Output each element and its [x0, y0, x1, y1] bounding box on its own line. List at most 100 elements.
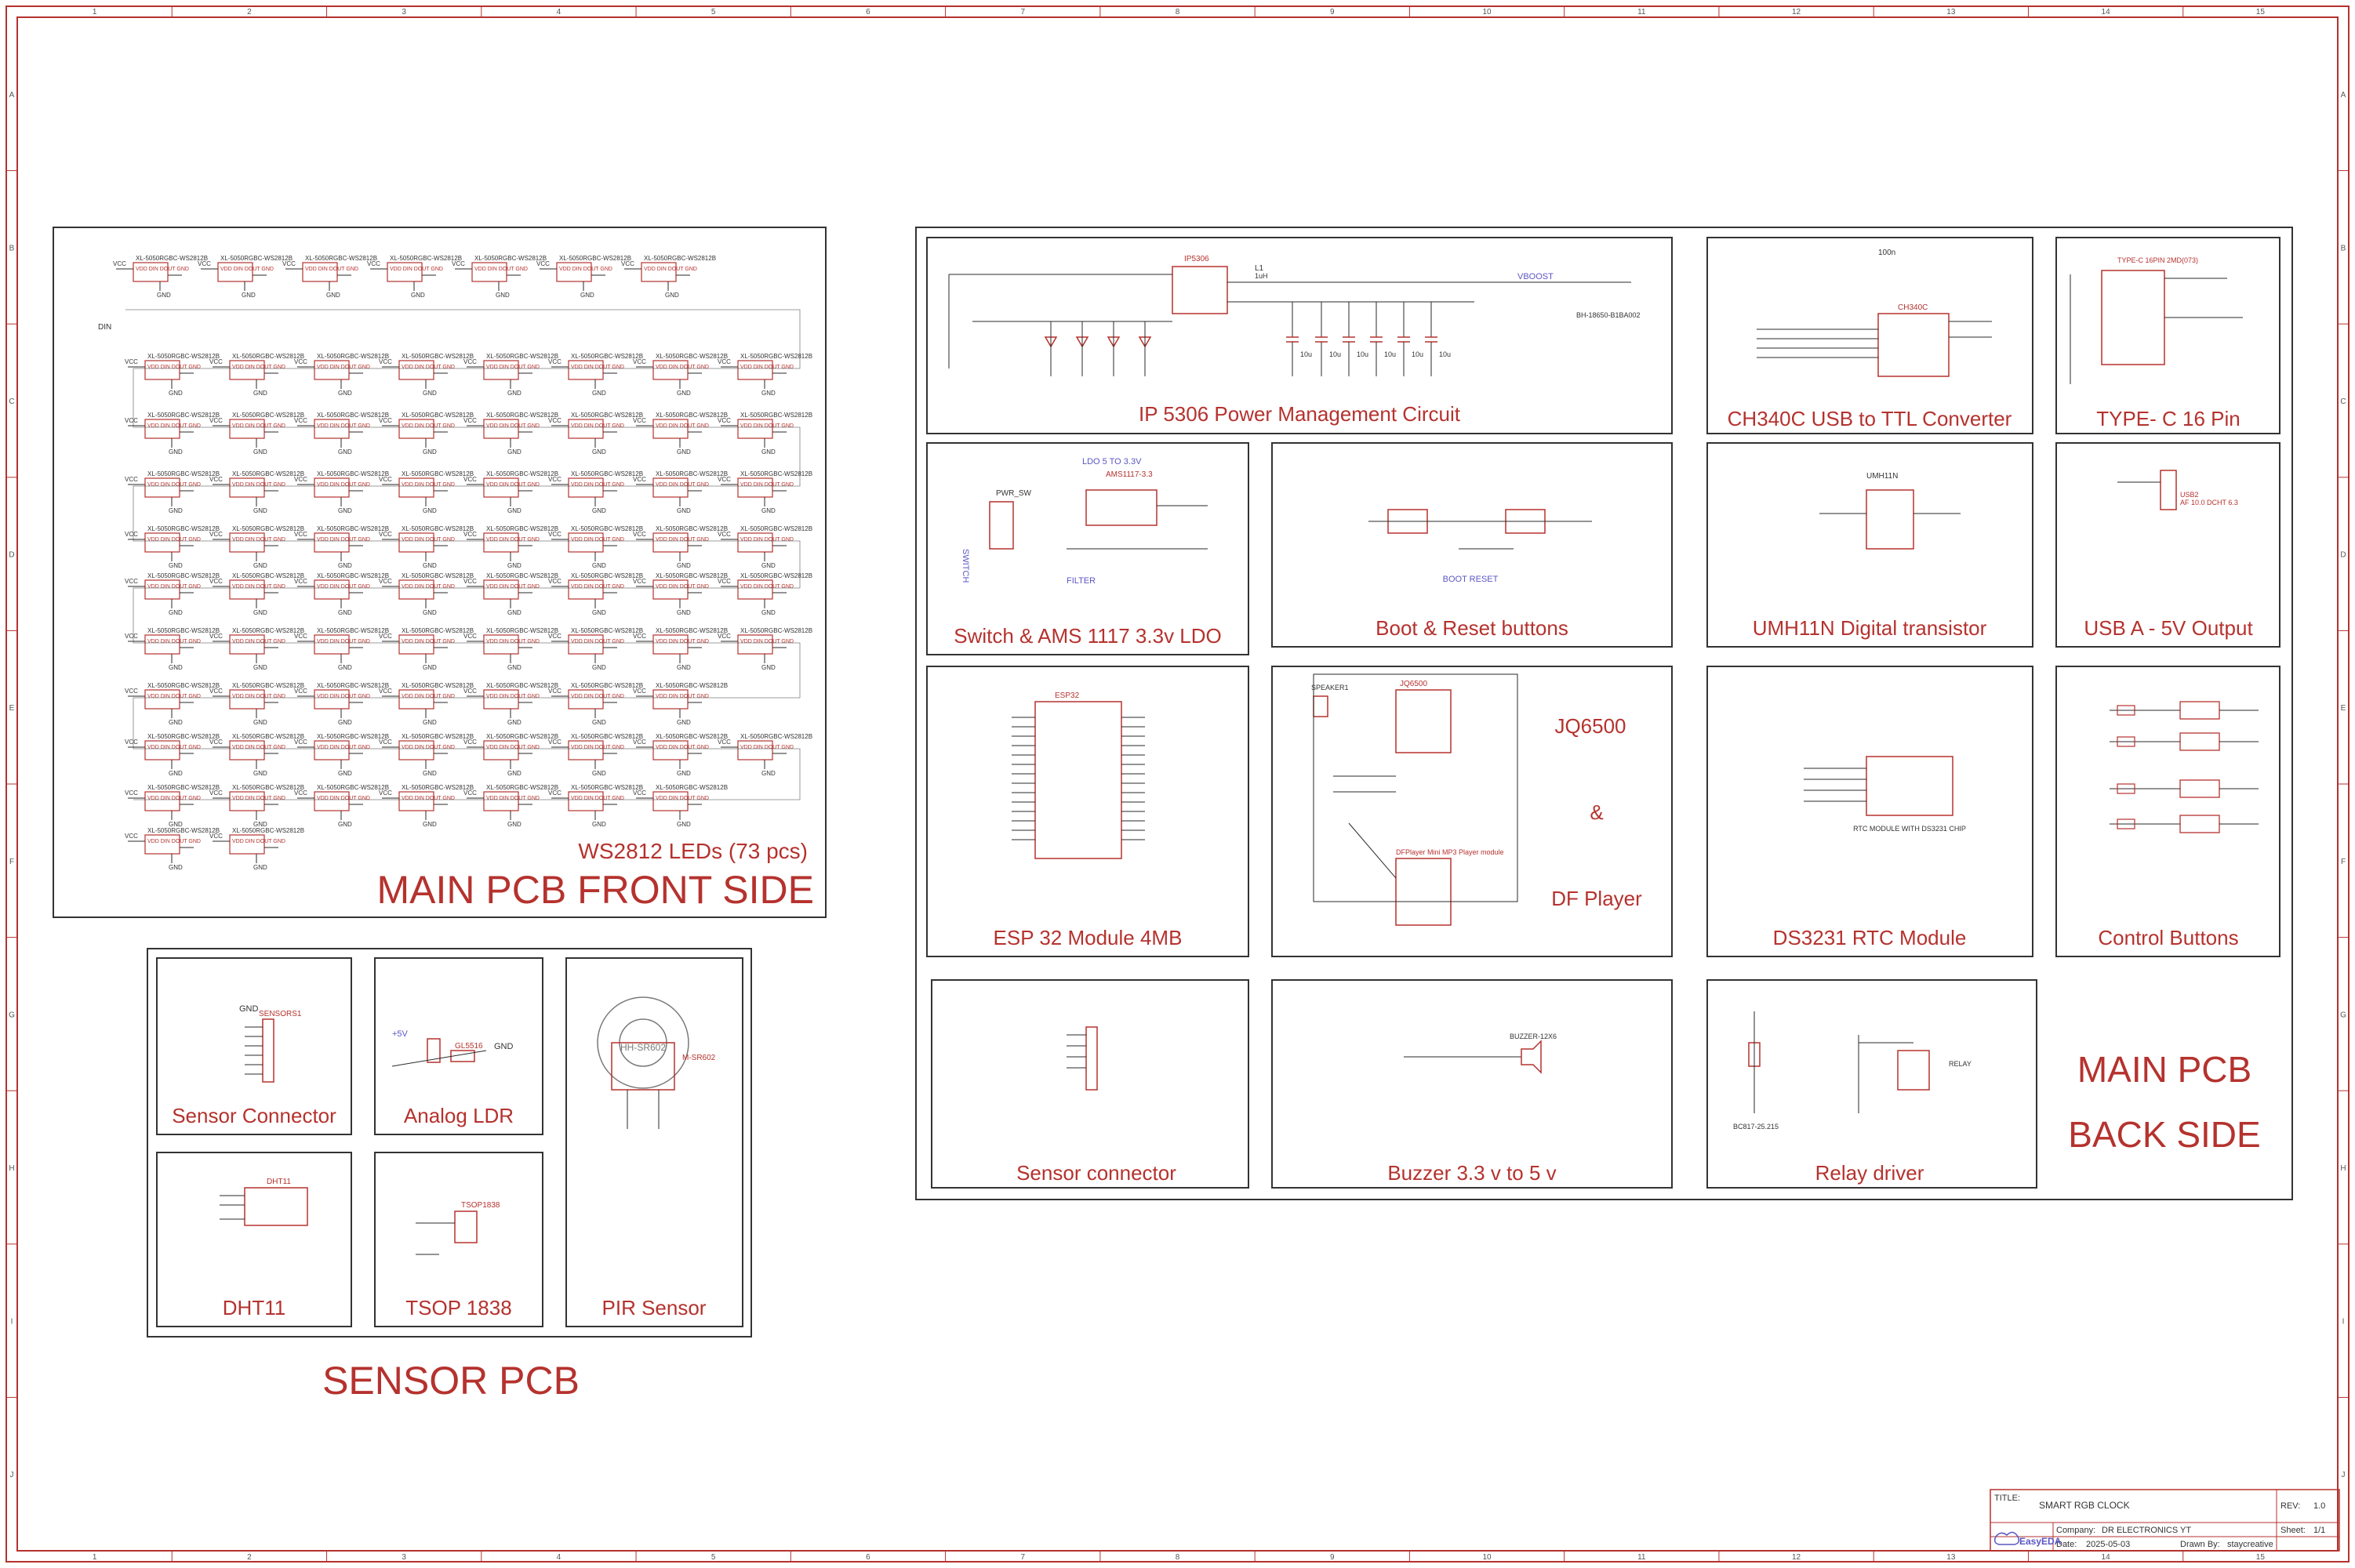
capacitor: 10u [1370, 302, 1396, 376]
block-frame [1271, 442, 1673, 648]
svg-text:GND: GND [169, 448, 183, 456]
svg-text:VCC: VCC [209, 633, 223, 640]
svg-text:XL-5050RGBC-WS2812B: XL-5050RGBC-WS2812B [474, 255, 547, 262]
battery-label: BH-18650-B1BA002 [1576, 311, 1641, 319]
date-value: 2025-05-03 [2086, 1540, 2130, 1549]
svg-text:GND: GND [169, 864, 183, 871]
block-title: Sensor Connector [172, 1104, 336, 1127]
svg-text:VDD DIN DOUT GND: VDD DIN DOUT GND [147, 796, 201, 801]
svg-text:GND: GND [677, 562, 691, 569]
svg-text:XL-5050RGBC-WS2812B: XL-5050RGBC-WS2812B [559, 255, 631, 262]
svg-text:VCC: VCC [125, 476, 138, 483]
grid-row-label: C [9, 397, 14, 406]
svg-text:GND: GND [761, 507, 776, 514]
svg-text:XL-5050RGBC-WS2812B: XL-5050RGBC-WS2812B [317, 470, 389, 477]
transistor-part: BC817-25.215 [1733, 1123, 1779, 1131]
block-frame [2055, 666, 2280, 957]
svg-text:VDD DIN DOUT GND: VDD DIN DOUT GND [147, 639, 201, 644]
svg-text:VDD DIN DOUT GND: VDD DIN DOUT GND [656, 745, 709, 750]
block-sensor-connector: SENSORS1 GND Sensor Connector [156, 957, 352, 1135]
svg-text:GND: GND [507, 770, 522, 777]
part-label: TSOP1838 [461, 1201, 500, 1210]
svg-text:VDD DIN DOUT GND: VDD DIN DOUT GND [740, 423, 794, 429]
svg-text:GND: GND [338, 664, 352, 671]
svg-text:VDD DIN DOUT GND: VDD DIN DOUT GND [232, 365, 285, 370]
chip-label: ESP32 [1055, 691, 1080, 700]
svg-text:VDD DIN DOUT GND: VDD DIN DOUT GND [317, 694, 370, 699]
svg-text:GND: GND [677, 719, 691, 726]
grid-column-label: 8 [1176, 8, 1180, 16]
indicator-led [1107, 321, 1121, 376]
block-title: CH340C USB to TTL Converter [1728, 407, 2012, 430]
tactile-button [2110, 701, 2259, 720]
front-side-title: MAIN PCB FRONT SIDE [377, 868, 814, 912]
svg-text:VCC: VCC [463, 789, 477, 797]
svg-text:XL-5050RGBC-WS2812B: XL-5050RGBC-WS2812B [740, 733, 812, 740]
svg-text:VDD DIN DOUT GND: VDD DIN DOUT GND [486, 423, 540, 429]
block-frame [1271, 666, 1673, 957]
svg-text:VDD DIN DOUT GND: VDD DIN DOUT GND [740, 584, 794, 590]
svg-text:XL-5050RGBC-WS2812B: XL-5050RGBC-WS2812B [305, 255, 377, 262]
svg-text:GND: GND [677, 664, 691, 671]
block-title: TSOP 1838 [405, 1296, 511, 1319]
svg-text:VCC: VCC [548, 531, 561, 538]
svg-text:GND: GND [253, 864, 267, 871]
svg-text:XL-5050RGBC-WS2812B: XL-5050RGBC-WS2812B [147, 525, 220, 532]
svg-text:VCC: VCC [463, 688, 477, 695]
svg-text:VCC: VCC [633, 789, 646, 797]
svg-text:VCC: VCC [125, 578, 138, 585]
svg-text:VDD DIN DOUT GND: VDD DIN DOUT GND [317, 584, 370, 590]
grid-column-label: 1 [93, 1553, 97, 1562]
svg-text:XL-5050RGBC-WS2812B: XL-5050RGBC-WS2812B [147, 827, 220, 834]
svg-text:XL-5050RGBC-WS2812B: XL-5050RGBC-WS2812B [486, 784, 558, 791]
block-buzzer: BUZZER-12X6 Buzzer 3.3 v to 5 v [1271, 979, 1673, 1189]
svg-text:VDD DIN DOUT GND: VDD DIN DOUT GND [571, 482, 624, 488]
svg-text:VCC: VCC [379, 688, 392, 695]
block-frame [926, 237, 1673, 434]
title-label: TITLE: [1994, 1494, 2020, 1503]
block-ds3231: RTC MODULE WITH DS3231 CHIP DS3231 RTC M… [1706, 666, 2033, 957]
svg-text:GND: GND [253, 507, 267, 514]
svg-text:XL-5050RGBC-WS2812B: XL-5050RGBC-WS2812B [402, 682, 474, 689]
jq-title-and: & [1590, 800, 1603, 824]
svg-text:GND: GND [592, 507, 606, 514]
svg-text:XL-5050RGBC-WS2812B: XL-5050RGBC-WS2812B [232, 682, 304, 689]
svg-text:XL-5050RGBC-WS2812B: XL-5050RGBC-WS2812B [232, 470, 304, 477]
svg-text:VDD DIN DOUT GND: VDD DIN DOUT GND [486, 694, 540, 699]
back-side-frame [915, 227, 2293, 1200]
svg-text:VCC: VCC [125, 531, 138, 538]
svg-text:VCC: VCC [125, 417, 138, 424]
svg-text:XL-5050RGBC-WS2812B: XL-5050RGBC-WS2812B [147, 572, 220, 579]
svg-text:VCC: VCC [209, 578, 223, 585]
block-frame [1706, 979, 2037, 1189]
svg-text:VDD DIN DOUT GND: VDD DIN DOUT GND [147, 482, 201, 488]
svg-text:XL-5050RGBC-WS2812B: XL-5050RGBC-WS2812B [232, 412, 304, 419]
esp32-module [1034, 701, 1122, 859]
svg-text:XL-5050RGBC-WS2812B: XL-5050RGBC-WS2812B [656, 627, 728, 634]
block-frame [156, 957, 352, 1135]
svg-text:XL-5050RGBC-WS2812B: XL-5050RGBC-WS2812B [402, 784, 474, 791]
resistor-symbol [427, 1038, 441, 1063]
svg-text:VCC: VCC [125, 358, 138, 365]
svg-text:10u: 10u [1384, 350, 1396, 358]
block-title: IP 5306 Power Management Circuit [1139, 402, 1461, 426]
grid-row-label: H [2340, 1164, 2346, 1173]
svg-text:XL-5050RGBC-WS2812B: XL-5050RGBC-WS2812B [656, 525, 728, 532]
svg-text:VDD DIN DOUT GND: VDD DIN DOUT GND [147, 537, 201, 543]
svg-text:GND: GND [169, 390, 183, 397]
svg-text:VDD DIN DOUT GND: VDD DIN DOUT GND [232, 745, 285, 750]
svg-text:GND: GND [169, 507, 183, 514]
grid-column-label: 4 [557, 8, 561, 16]
svg-text:VCC: VCC [209, 476, 223, 483]
